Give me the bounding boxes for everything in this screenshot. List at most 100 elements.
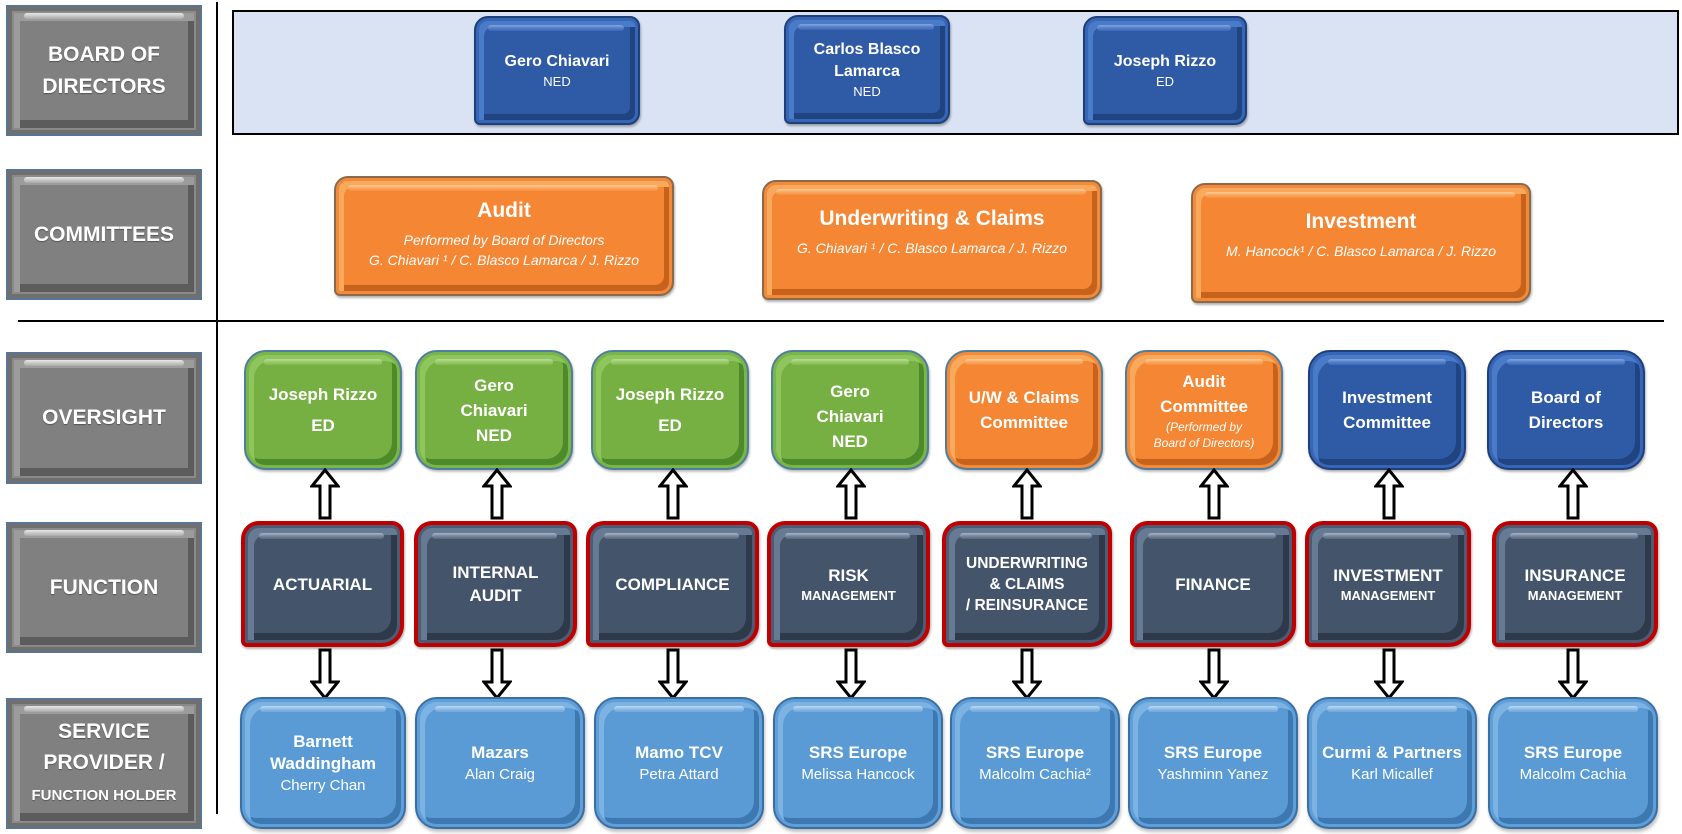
oversight-text: Committee (980, 413, 1068, 432)
committee-members: G. Chiavari ¹ / C. Blasco Lamarca / J. R… (797, 240, 1067, 256)
provider-mamo-tcv[interactable]: Mamo TCV Petra Attard (594, 697, 764, 829)
function-label: UNDERWRITING (966, 554, 1088, 572)
provider-person: Malcolm Cachia (1519, 765, 1627, 783)
committee-underwriting-claims[interactable]: Underwriting & Claims G. Chiavari ¹ / C.… (762, 180, 1102, 300)
provider-org: SRS Europe (1163, 742, 1263, 762)
committee-investment[interactable]: Investment M. Hancock¹ / C. Blasco Lamar… (1191, 183, 1531, 303)
provider-org: Barnett (293, 731, 353, 751)
committee-title: Investment (1305, 210, 1417, 233)
provider-srs-europe-insurance[interactable]: SRS Europe Malcolm Cachia (1488, 697, 1658, 829)
board-of-directors-band (232, 10, 1679, 135)
arrow-down-icon (482, 648, 512, 700)
committee-audit[interactable]: Audit Performed by Board of Directors G.… (334, 176, 674, 296)
oversight-text: Committee (1343, 413, 1431, 432)
board-member-gero-chiavari[interactable]: Gero Chiavari NED (474, 16, 640, 125)
oversight-internal-audit[interactable]: Gero Chiavari NED (415, 350, 573, 470)
row-label-service-provider: SERVICE PROVIDER / FUNCTION HOLDER (6, 698, 202, 829)
function-compliance[interactable]: COMPLIANCE (586, 521, 759, 647)
committee-subtitle: Performed by Board of Directors (403, 232, 605, 248)
oversight-text: Board of (1531, 388, 1601, 407)
function-label: ACTUARIAL (272, 574, 373, 594)
oversight-underwriting-claims[interactable]: U/W & Claims Committee (945, 350, 1103, 470)
row-label-text: SERVICE (58, 720, 150, 743)
arrow-down-icon (1199, 648, 1229, 700)
row-label-oversight: OVERSIGHT (6, 352, 202, 484)
provider-person: Karl Micallef (1351, 765, 1433, 783)
provider-person: Malcolm Cachia² (979, 765, 1091, 783)
oversight-text: Directors (1528, 413, 1604, 432)
provider-curmi-partners[interactable]: Curmi & Partners Karl Micallef (1307, 697, 1477, 829)
arrow-up-icon (1558, 468, 1588, 520)
function-label: / REINSURANCE (965, 596, 1089, 614)
provider-org: SRS Europe (985, 742, 1085, 762)
function-label: INVESTMENT (1333, 565, 1443, 585)
board-member-joseph-rizzo[interactable]: Joseph Rizzo ED (1083, 16, 1247, 125)
oversight-text: NED (476, 425, 512, 445)
oversight-text: NED (832, 431, 868, 451)
committee-title: Audit (477, 199, 531, 222)
oversight-risk-management[interactable]: Gero Chiavari NED (771, 350, 929, 470)
oversight-finance[interactable]: Audit Committee (Performed by Board of D… (1125, 350, 1283, 470)
oversight-text: ED (658, 416, 682, 435)
arrow-up-icon (310, 468, 340, 520)
oversight-text: Audit (1182, 372, 1226, 391)
provider-person: Cherry Chan (280, 776, 366, 794)
arrow-up-icon (836, 468, 866, 520)
provider-person: Yashminn Yanez (1157, 765, 1269, 783)
arrow-up-icon (658, 468, 688, 520)
row-label-text: PROVIDER / (43, 751, 165, 774)
oversight-investment[interactable]: Investment Committee (1308, 350, 1466, 470)
row-label-committees: COMMITTEES (6, 169, 202, 300)
row-label-text: FUNCTION HOLDER (31, 787, 177, 804)
oversight-text: Joseph Rizzo (615, 385, 725, 404)
provider-person: Alan Craig (464, 765, 536, 783)
board-member-carlos-blasco-lamarca[interactable]: Carlos Blasco Lamarca NED (784, 15, 950, 124)
function-label: AUDIT (469, 586, 522, 605)
function-label: COMPLIANCE (615, 574, 730, 594)
function-actuarial[interactable]: ACTUARIAL (241, 521, 404, 647)
member-role: NED (853, 83, 881, 99)
oversight-text: Gero (830, 381, 870, 401)
provider-mazars[interactable]: Mazars Alan Craig (415, 697, 585, 829)
member-name: Gero Chiavari (504, 52, 610, 70)
function-sublabel: MANAGEMENT (1527, 587, 1623, 603)
arrow-up-icon (1012, 468, 1042, 520)
arrow-down-icon (658, 648, 688, 700)
oversight-text: U/W & Claims (968, 388, 1080, 407)
oversight-text: Joseph Rizzo (268, 385, 378, 404)
committee-members: G. Chiavari ¹ / C. Blasco Lamarca / J. R… (369, 252, 639, 268)
provider-org: Mamo TCV (635, 742, 723, 762)
function-label: INTERNAL (452, 563, 539, 582)
provider-org: SRS Europe (1523, 742, 1623, 762)
provider-srs-europe-underwriting[interactable]: SRS Europe Malcolm Cachia² (950, 697, 1120, 829)
oversight-text: Chiavari (460, 400, 528, 420)
function-insurance-management[interactable]: INSURANCE MANAGEMENT (1492, 521, 1658, 647)
function-label: INSURANCE (1524, 565, 1626, 585)
function-label: RISK (828, 565, 869, 585)
provider-org: SRS Europe (808, 742, 908, 762)
oversight-insurance[interactable]: Board of Directors (1487, 350, 1645, 470)
provider-barnett-waddingham[interactable]: Barnett Waddingham Cherry Chan (240, 697, 406, 829)
oversight-actuarial[interactable]: Joseph Rizzo ED (244, 350, 402, 470)
oversight-compliance[interactable]: Joseph Rizzo ED (591, 350, 749, 470)
oversight-text: Chiavari (816, 406, 884, 426)
horizontal-divider (18, 320, 1664, 322)
provider-srs-europe-risk[interactable]: SRS Europe Melissa Hancock (773, 697, 943, 829)
function-label: FINANCE (1175, 574, 1251, 594)
arrow-up-icon (1199, 468, 1229, 520)
oversight-text: Gero (474, 375, 514, 395)
function-investment-management[interactable]: INVESTMENT MANAGEMENT (1305, 521, 1471, 647)
function-risk-management[interactable]: RISK MANAGEMENT (767, 521, 930, 647)
function-internal-audit[interactable]: INTERNAL AUDIT (414, 521, 577, 647)
function-label: & CLAIMS (989, 575, 1065, 593)
oversight-note: Board of Directors) (1153, 436, 1255, 450)
member-role: ED (1155, 73, 1175, 89)
member-name: Carlos Blasco (813, 40, 921, 58)
row-label-text: OVERSIGHT (42, 406, 166, 429)
oversight-text: Committee (1160, 397, 1248, 416)
function-underwriting-claims-reinsurance[interactable]: UNDERWRITING & CLAIMS / REINSURANCE (942, 521, 1112, 647)
arrow-up-icon (1374, 468, 1404, 520)
function-finance[interactable]: FINANCE (1130, 521, 1296, 647)
provider-srs-europe-finance[interactable]: SRS Europe Yashminn Yanez (1128, 697, 1298, 829)
